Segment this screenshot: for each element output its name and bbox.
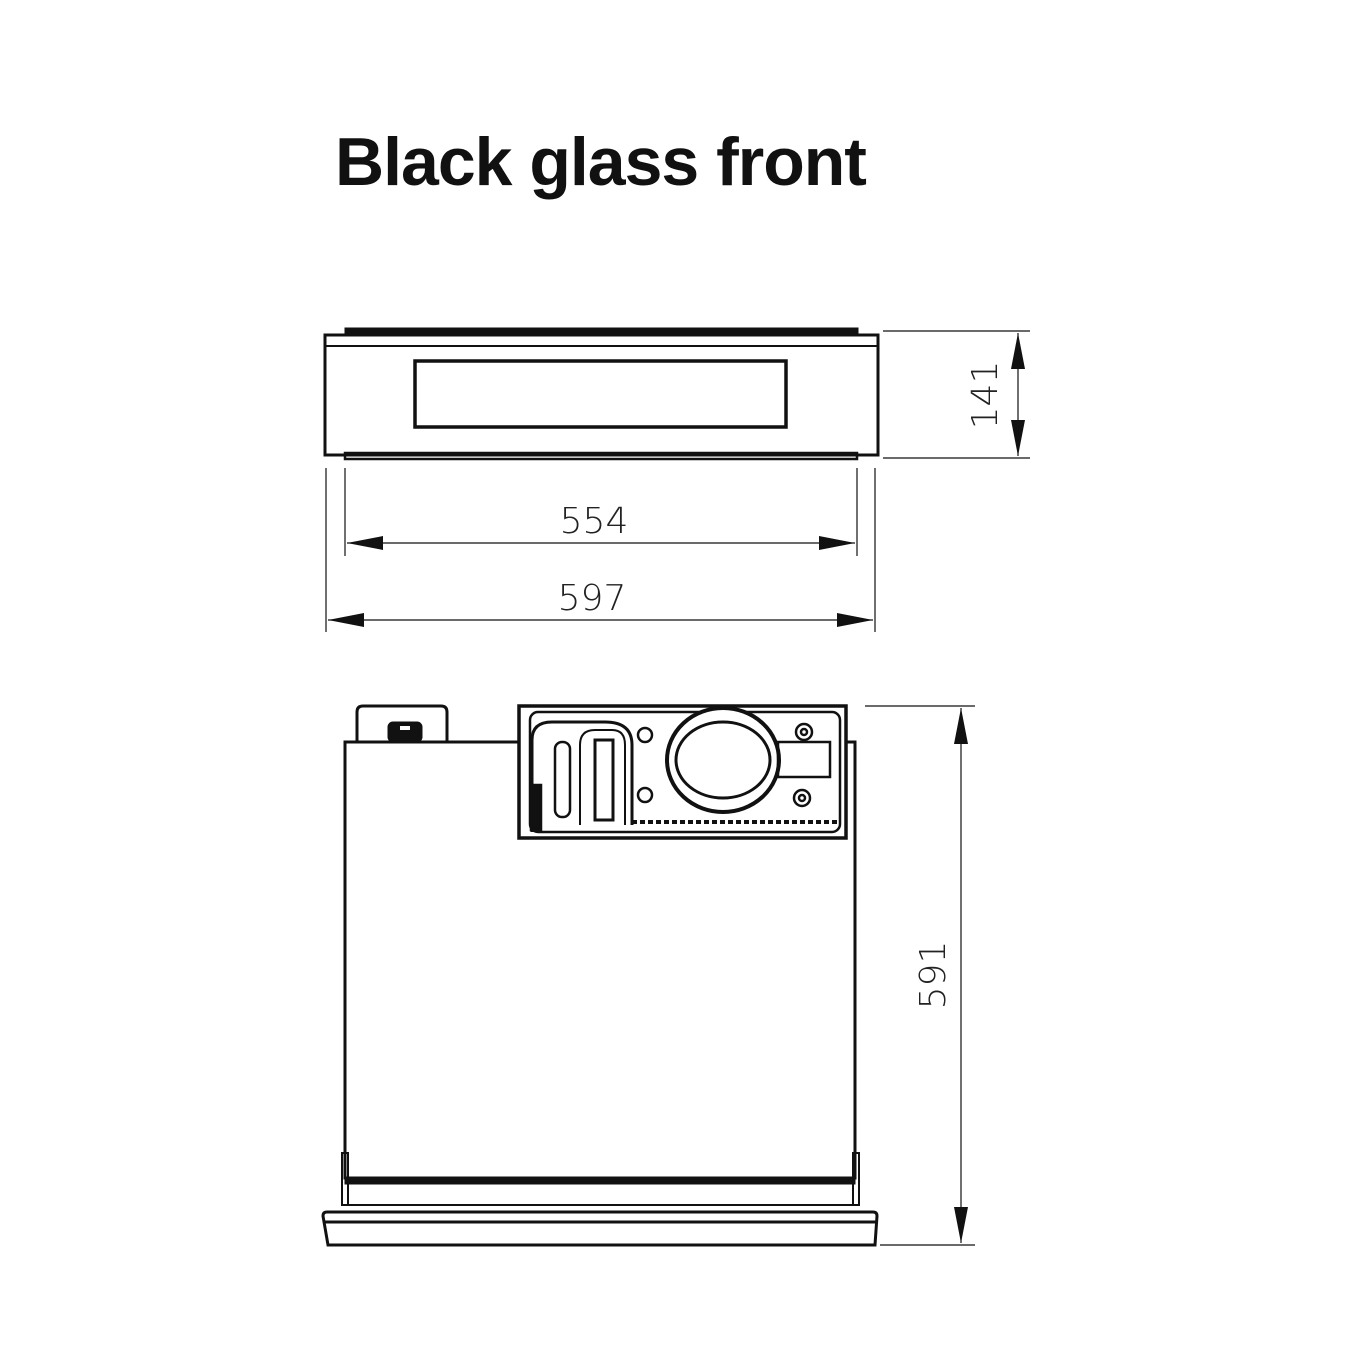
depth-dimension (865, 705, 975, 1246)
front-view (323, 327, 880, 461)
height-label: 141 (965, 361, 1006, 430)
depth-label: 591 (913, 941, 954, 1010)
top-view (321, 704, 879, 1247)
height-dimension (883, 330, 1030, 459)
machinery (517, 704, 855, 840)
inner-width-dimension (344, 468, 858, 556)
outer-width-dimension (325, 468, 876, 632)
inner-width-label: 554 (560, 501, 629, 542)
diagram-title: Black glass front (335, 124, 867, 200)
outer-width-label: 597 (558, 578, 627, 619)
